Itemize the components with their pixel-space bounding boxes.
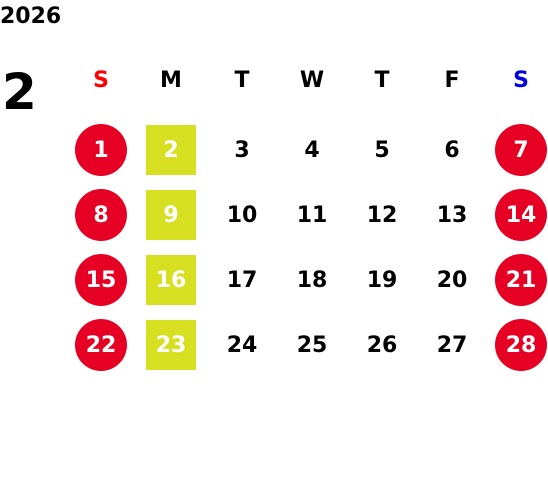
day-cell-15[interactable]: 15 — [75, 254, 127, 306]
day-cell-10[interactable]: 10 — [226, 202, 258, 228]
day-cell-3[interactable]: 3 — [234, 137, 250, 163]
day-cell-5[interactable]: 5 — [374, 137, 390, 163]
day-cell-12[interactable]: 12 — [366, 202, 398, 228]
day-cell-26[interactable]: 26 — [366, 332, 398, 358]
day-cell-4[interactable]: 4 — [304, 137, 320, 163]
day-cell-21[interactable]: 21 — [495, 254, 547, 306]
day-cell-19[interactable]: 19 — [366, 267, 398, 293]
day-cell-6[interactable]: 6 — [444, 137, 460, 163]
year-label: 2026 — [0, 4, 62, 29]
day-cell-16[interactable]: 16 — [146, 255, 196, 305]
day-cell-9[interactable]: 9 — [146, 190, 196, 240]
day-cell-8[interactable]: 8 — [75, 189, 127, 241]
day-cell-27[interactable]: 27 — [436, 332, 468, 358]
weekday-header-5: F — [444, 67, 460, 93]
day-cell-18[interactable]: 18 — [296, 267, 328, 293]
day-cell-23[interactable]: 23 — [146, 320, 196, 370]
weekday-header-3: W — [299, 67, 325, 93]
day-cell-20[interactable]: 20 — [436, 267, 468, 293]
day-cell-24[interactable]: 24 — [226, 332, 258, 358]
day-cell-22[interactable]: 22 — [75, 319, 127, 371]
day-cell-28[interactable]: 28 — [495, 319, 547, 371]
weekday-header-6: S — [513, 67, 529, 93]
day-cell-14[interactable]: 14 — [495, 189, 547, 241]
weekday-header-2: T — [234, 67, 250, 93]
day-cell-25[interactable]: 25 — [296, 332, 328, 358]
weekday-header-0: S — [93, 67, 109, 93]
month-number: 2 — [2, 63, 37, 121]
day-cell-1[interactable]: 1 — [75, 124, 127, 176]
weekday-header-4: T — [374, 67, 390, 93]
day-cell-2[interactable]: 2 — [146, 125, 196, 175]
day-cell-13[interactable]: 13 — [436, 202, 468, 228]
day-cell-7[interactable]: 7 — [495, 124, 547, 176]
day-cell-11[interactable]: 11 — [296, 202, 328, 228]
weekday-header-1: M — [160, 67, 182, 93]
day-cell-17[interactable]: 17 — [226, 267, 258, 293]
